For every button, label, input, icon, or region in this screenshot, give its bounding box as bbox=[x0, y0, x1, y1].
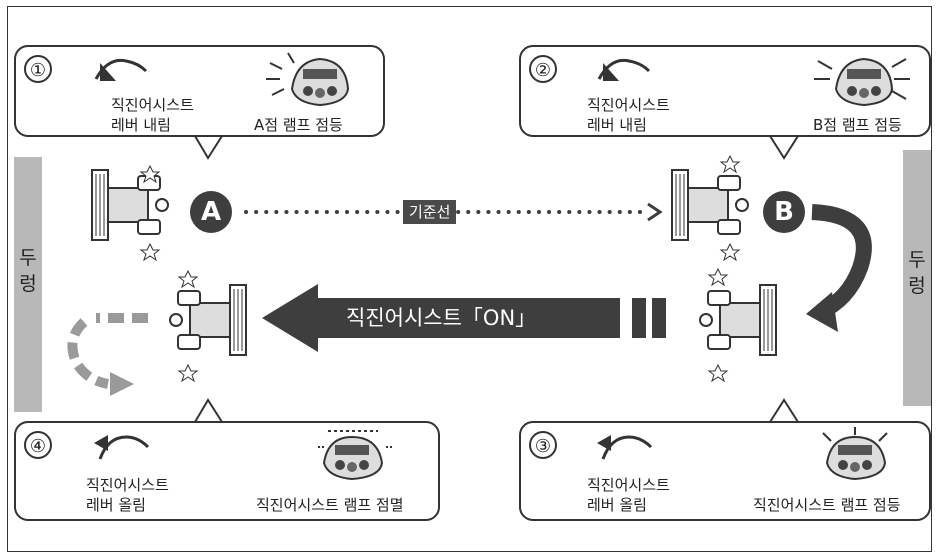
lamp-label-2: B점 램프 점등 bbox=[813, 116, 902, 134]
right-wall-char-1: 두 bbox=[908, 249, 926, 271]
lever-label-1: 직진어시스트 레버 내림 bbox=[111, 95, 194, 135]
baseline-arrowhead bbox=[647, 202, 663, 222]
u-turn-arrowhead bbox=[806, 292, 838, 332]
assist-on-bar-1 bbox=[632, 298, 646, 338]
lever-label-4: 직진어시스트 레버 올림 bbox=[86, 475, 169, 515]
lever-label-2: 직진어시스트 레버 내림 bbox=[587, 95, 670, 135]
lever-label-3-line2: 레버 올림 bbox=[587, 496, 647, 514]
assist-on-bar-2 bbox=[652, 298, 666, 338]
step-panel-2: ② 직진어시스트 레버 내림 B점 램프 점등 bbox=[519, 45, 931, 137]
lever-label-3: 직진어시스트 레버 올림 bbox=[587, 475, 670, 515]
lever-label-4-line2: 레버 올림 bbox=[86, 496, 146, 514]
rice-transplanter-icon bbox=[671, 154, 749, 262]
baseline-label: 기준선 bbox=[403, 200, 457, 224]
step-number-3: ③ bbox=[529, 431, 557, 459]
rice-transplanter-icon bbox=[91, 164, 169, 262]
step-number-4: ④ bbox=[24, 431, 52, 459]
left-wall-label: 두 렁 bbox=[14, 245, 42, 297]
lever-down-icon bbox=[597, 58, 651, 81]
lamp-panel-icon bbox=[814, 57, 910, 107]
step-panel-4: ④ 직진어시스트 레버 올림 직진어시스트 램프 점멸 bbox=[14, 421, 440, 521]
left-wall-char-1: 두 bbox=[19, 247, 37, 269]
step-number-2: ② bbox=[529, 55, 557, 83]
lever-label-1-line2: 레버 내림 bbox=[111, 116, 171, 134]
right-wall-label: 두 렁 bbox=[903, 247, 931, 299]
lamp-panel-icon bbox=[266, 52, 350, 107]
left-wall bbox=[14, 157, 42, 412]
lamp-label-4: 직진어시스트 램프 점멸 bbox=[256, 496, 404, 514]
lever-label-2-line2: 레버 내림 bbox=[587, 116, 647, 134]
step-number-1: ① bbox=[24, 55, 52, 83]
lever-up-icon bbox=[94, 435, 150, 460]
lamp-panel-icon bbox=[822, 427, 888, 481]
lever-label-4-line1: 직진어시스트 bbox=[86, 476, 169, 494]
step-panel-1: ① 직진어시스트 레버 내림 A점 램프 점등 bbox=[14, 45, 385, 137]
rice-transplanter-icon bbox=[699, 267, 777, 383]
assist-on-arrow bbox=[262, 284, 620, 352]
right-wall-char-2: 렁 bbox=[908, 275, 926, 297]
lever-label-3-line1: 직진어시스트 bbox=[587, 476, 670, 494]
left-wall-char-2: 렁 bbox=[19, 273, 37, 295]
dashed-turn-arrowhead bbox=[110, 372, 134, 396]
lamp-label-3: 직진어시스트 램프 점등 bbox=[753, 496, 901, 514]
u-turn-arrow bbox=[811, 204, 872, 320]
right-wall bbox=[903, 150, 931, 406]
lamp-panel-icon bbox=[318, 430, 392, 481]
rice-transplanter-icon bbox=[169, 269, 247, 383]
lamp-label-1: A점 램프 점등 bbox=[254, 116, 343, 134]
step-panel-3: ③ 직진어시스트 레버 올림 직진어시스트 램프 점등 bbox=[519, 421, 931, 521]
dashed-turn-curve bbox=[67, 318, 110, 389]
lever-label-2-line1: 직진어시스트 bbox=[587, 96, 670, 114]
diagram-frame bbox=[7, 6, 932, 552]
lever-label-1-line1: 직진어시스트 bbox=[111, 96, 194, 114]
assist-on-label: 직진어시스트「ON」 bbox=[346, 306, 537, 330]
point-b-marker: B bbox=[763, 191, 805, 233]
lever-up-icon bbox=[597, 435, 653, 460]
lever-down-icon bbox=[94, 58, 148, 81]
point-a-marker: A bbox=[190, 191, 232, 233]
